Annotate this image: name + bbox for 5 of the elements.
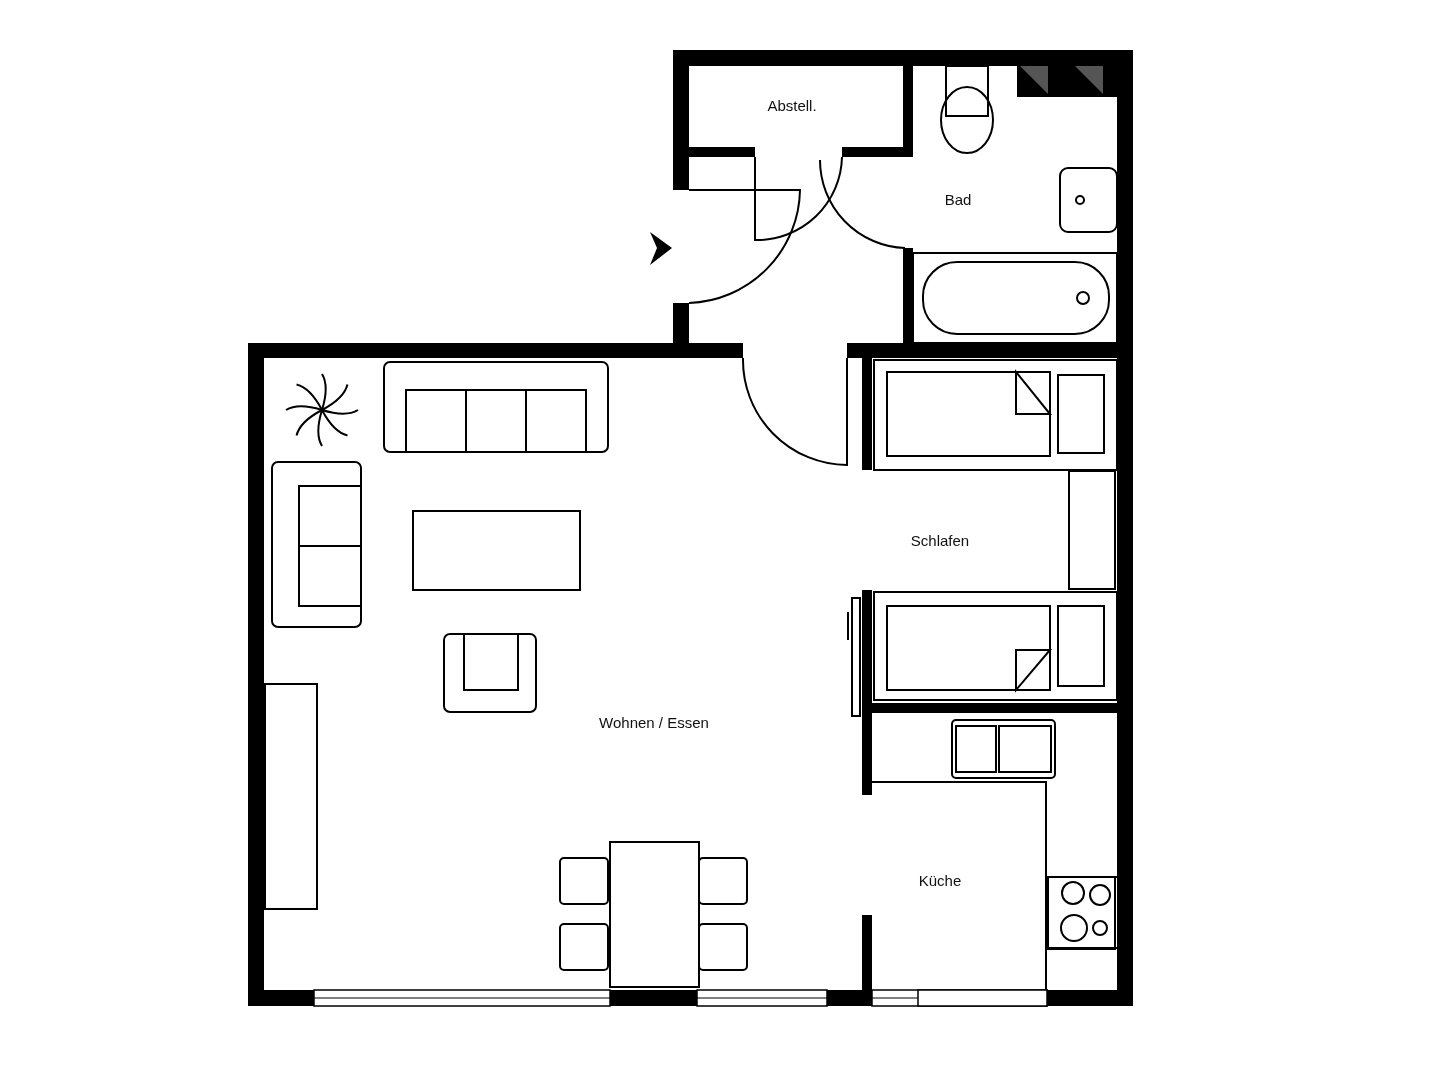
room-label: Schlafen: [910, 531, 970, 549]
room-label: Küche: [918, 871, 962, 889]
room-label: Wohnen / Essen: [599, 713, 709, 731]
room-label: Bad: [944, 190, 972, 208]
room-label: Abstell.: [767, 96, 817, 114]
